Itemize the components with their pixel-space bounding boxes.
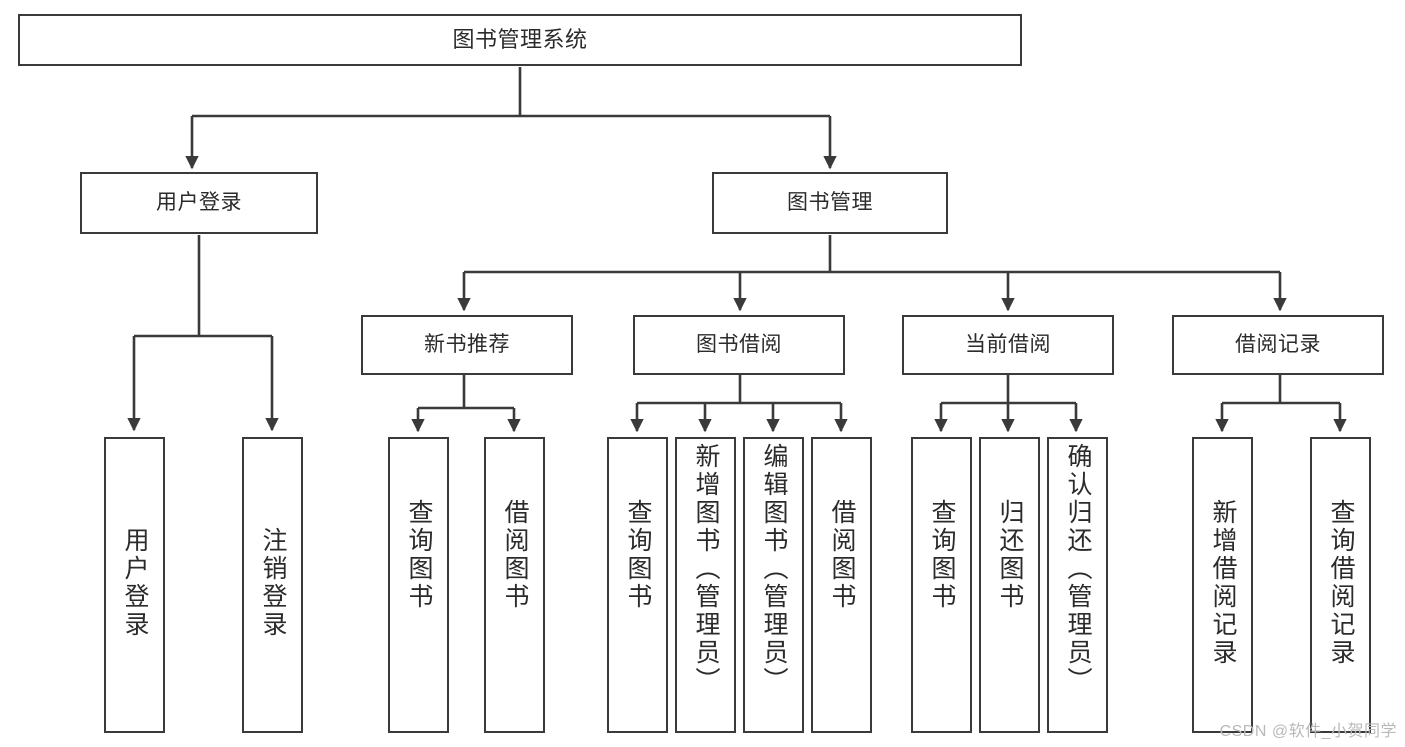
node-leaf-query-book-1[interactable]: 查询图书 xyxy=(388,437,449,733)
node-book-borrow[interactable]: 图书借阅 xyxy=(633,315,845,375)
node-leaf-query-record[interactable]: 查询借阅记录 xyxy=(1310,437,1371,733)
node-leaf-query-book-1-label: 查询图书 xyxy=(405,499,433,611)
node-current-borrow[interactable]: 当前借阅 xyxy=(902,315,1114,375)
node-leaf-borrow-book-2-label: 借阅图书 xyxy=(828,499,856,611)
node-borrow-record[interactable]: 借阅记录 xyxy=(1172,315,1384,375)
node-new-book-rec-label: 新书推荐 xyxy=(424,332,510,356)
watermark-text: CSDN @软件_小贺同学 xyxy=(1219,723,1397,740)
node-leaf-edit-book[interactable]: 编辑图书（管理员） xyxy=(743,437,804,733)
node-leaf-logout[interactable]: 注销登录 xyxy=(242,437,303,733)
node-leaf-user-login-label: 用户登录 xyxy=(121,527,149,639)
node-leaf-query-record-label: 查询借阅记录 xyxy=(1327,499,1355,667)
node-user-login[interactable]: 用户登录 xyxy=(80,172,318,234)
node-leaf-query-book-3-label: 查询图书 xyxy=(928,499,956,611)
node-book-manage-label: 图书管理 xyxy=(787,190,873,214)
node-leaf-return-book-label: 归还图书 xyxy=(996,499,1024,611)
node-new-book-rec[interactable]: 新书推荐 xyxy=(361,315,573,375)
node-book-borrow-label: 图书借阅 xyxy=(696,332,782,356)
node-leaf-add-book-label: 新增图书（管理员） xyxy=(692,443,720,695)
node-leaf-add-book[interactable]: 新增图书（管理员） xyxy=(675,437,736,733)
node-leaf-logout-label: 注销登录 xyxy=(259,527,287,639)
node-leaf-borrow-book-1-label: 借阅图书 xyxy=(501,499,529,611)
node-root-label: 图书管理系统 xyxy=(452,27,588,53)
node-borrow-record-label: 借阅记录 xyxy=(1235,332,1321,356)
node-leaf-return-book[interactable]: 归还图书 xyxy=(979,437,1040,733)
node-root[interactable]: 图书管理系统 xyxy=(18,14,1022,66)
node-leaf-confirm-return-label: 确认归还（管理员） xyxy=(1064,443,1092,695)
node-leaf-edit-book-label: 编辑图书（管理员） xyxy=(760,443,788,695)
node-current-borrow-label: 当前借阅 xyxy=(965,332,1051,356)
node-leaf-borrow-book-1[interactable]: 借阅图书 xyxy=(484,437,545,733)
node-leaf-query-book-2[interactable]: 查询图书 xyxy=(607,437,668,733)
node-leaf-query-book-2-label: 查询图书 xyxy=(624,499,652,611)
node-leaf-query-book-3[interactable]: 查询图书 xyxy=(911,437,972,733)
node-leaf-borrow-book-2[interactable]: 借阅图书 xyxy=(811,437,872,733)
node-user-login-label: 用户登录 xyxy=(156,190,242,214)
node-leaf-user-login[interactable]: 用户登录 xyxy=(104,437,165,733)
node-leaf-add-record-label: 新增借阅记录 xyxy=(1209,499,1237,667)
node-leaf-confirm-return[interactable]: 确认归还（管理员） xyxy=(1047,437,1108,733)
node-book-manage[interactable]: 图书管理 xyxy=(712,172,948,234)
node-leaf-add-record[interactable]: 新增借阅记录 xyxy=(1192,437,1253,733)
